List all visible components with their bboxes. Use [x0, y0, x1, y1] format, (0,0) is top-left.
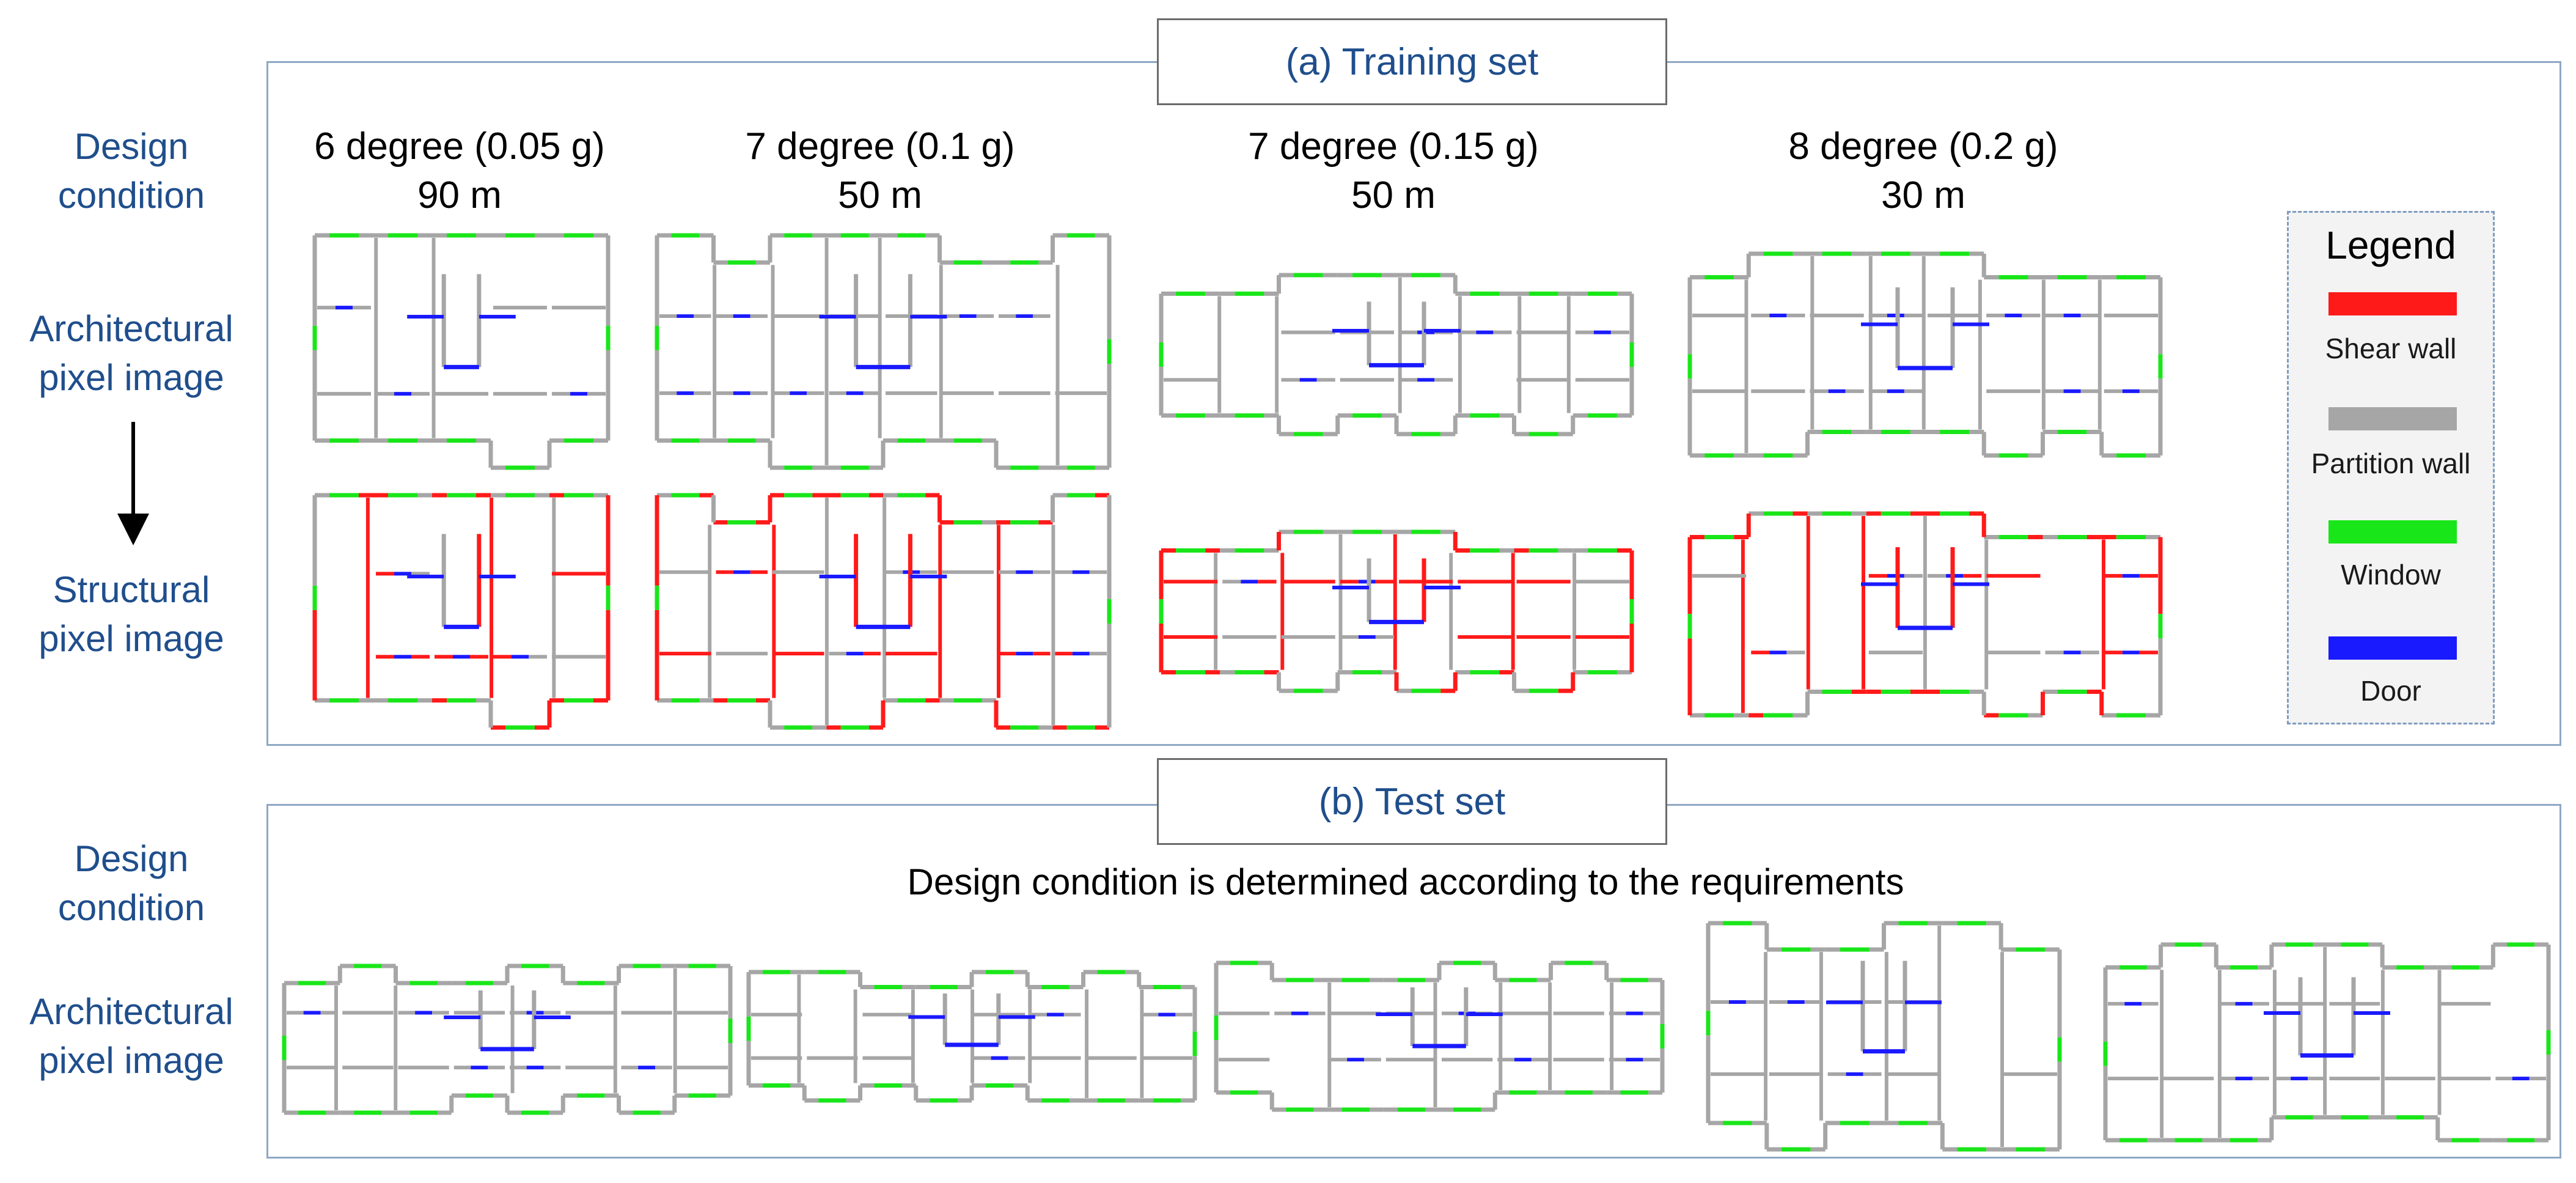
condition-3-intensity: 7 degree (0.15 g): [1248, 125, 1539, 168]
down-arrow-shaft: [131, 422, 135, 520]
structural-plan-1: [312, 493, 611, 730]
architectural-plan-2: [655, 233, 1112, 470]
down-arrow-head: [117, 514, 149, 545]
architectural-line-2: pixel image: [39, 357, 224, 398]
design-condition-line-1: Design: [74, 126, 189, 167]
structural-line-1: Structural: [53, 569, 210, 610]
structural-plan-3: [1159, 529, 1634, 693]
legend-label-shear-wall: Shear wall: [2325, 333, 2457, 364]
legend-box: Legend Shear wall Partition wall Window …: [2287, 211, 2495, 724]
training-set-title: (a) Training set: [1157, 18, 1667, 105]
legend-swatch-window: [2328, 520, 2457, 544]
condition-2-intensity: 7 degree (0.1 g): [745, 125, 1015, 168]
condition-col-3: 7 degree (0.15 g) 50 m: [1173, 122, 1613, 220]
structural-plan-2: [655, 493, 1112, 730]
legend-label-door: Door: [2360, 675, 2421, 707]
structural-plan-4: [1687, 511, 2163, 718]
legend-swatch-shear-wall: [2328, 292, 2457, 315]
legend-swatch-partition-wall: [2328, 407, 2457, 430]
architectural-plan-3: [1159, 273, 1634, 437]
test-plan-2: [746, 970, 1197, 1103]
structural-line-2: pixel image: [39, 618, 224, 659]
condition-4-height: 30 m: [1881, 174, 1965, 216]
structural-pixel-image-label: Structural pixel image: [0, 566, 263, 663]
test-plan-5: [2103, 942, 2551, 1143]
condition-4-intensity: 8 degree (0.2 g): [1788, 125, 2058, 168]
test-architectural-line-1: Architectural: [29, 991, 233, 1032]
architectural-plan-1: [312, 233, 611, 470]
condition-1-intensity: 6 degree (0.05 g): [314, 125, 605, 168]
legend-label-partition-wall: Partition wall: [2311, 448, 2471, 479]
test-condition-text: Design condition is determined according…: [907, 861, 1904, 902]
condition-2-height: 50 m: [838, 174, 922, 216]
test-plan-1: [282, 964, 733, 1115]
condition-col-4: 8 degree (0.2 g) 30 m: [1703, 122, 2143, 220]
legend-label-window: Window: [2341, 559, 2441, 591]
condition-1-height: 90 m: [417, 174, 502, 216]
condition-col-1: 6 degree (0.05 g) 90 m: [240, 122, 680, 220]
test-plan-4: [1706, 921, 2062, 1152]
test-design-condition-line-2: condition: [57, 887, 205, 928]
test-design-condition-line-1: Design: [74, 838, 189, 879]
test-plan-3: [1214, 960, 1665, 1112]
legend-swatch-door: [2328, 636, 2457, 660]
condition-col-2: 7 degree (0.1 g) 50 m: [660, 122, 1100, 220]
architectural-line-1: Architectural: [29, 308, 233, 349]
architectural-plan-4: [1687, 251, 2163, 458]
design-condition-line-2: condition: [57, 175, 205, 216]
legend-title: Legend: [2325, 223, 2456, 267]
architectural-pixel-image-label: Architectural pixel image: [0, 304, 263, 402]
test-set-title: (b) Test set: [1157, 758, 1667, 845]
test-design-condition-label: Design condition: [0, 835, 263, 932]
test-architectural-line-2: pixel image: [39, 1040, 224, 1081]
condition-3-height: 50 m: [1351, 174, 1436, 216]
design-condition-label: Design condition: [0, 122, 263, 220]
test-architectural-label: Architectural pixel image: [0, 987, 263, 1085]
